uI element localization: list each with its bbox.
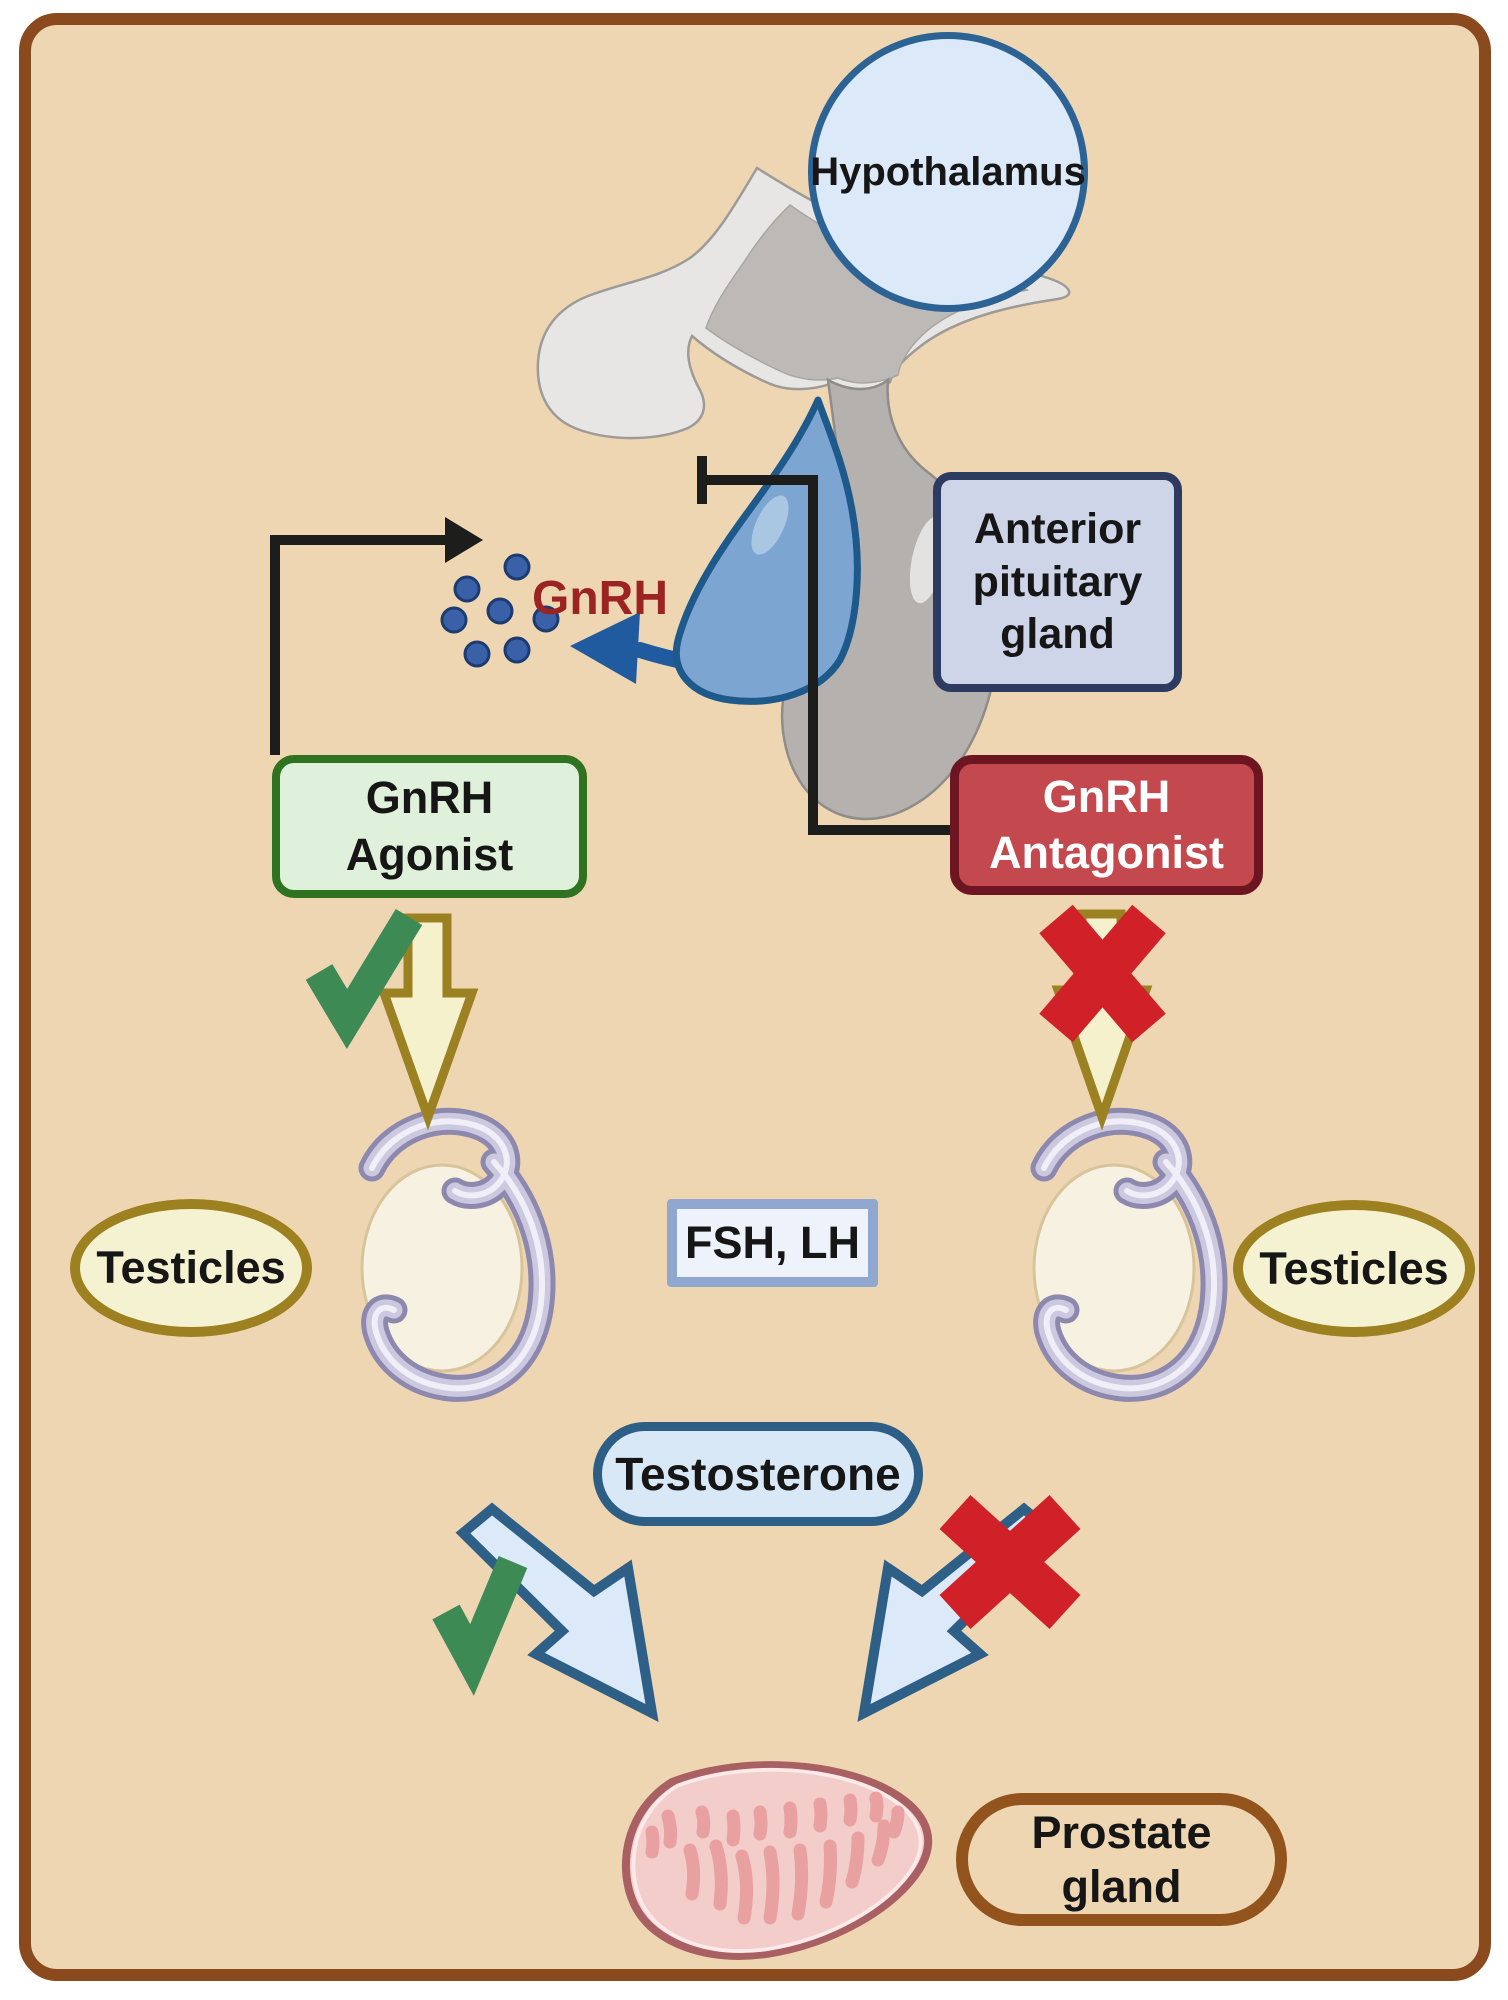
gnrh-antagonist-label: GnRH Antagonist: [989, 770, 1224, 878]
gnrh-node: GnRH: [505, 570, 695, 626]
testicles-label: Testicles: [96, 1242, 286, 1293]
gnrh-release-arrow-head: [570, 612, 640, 684]
testicle-illustration-right: [1030, 1107, 1228, 1402]
testicles-node-right: Testicles: [1233, 1200, 1475, 1337]
testosterone-label: Testosterone: [615, 1448, 901, 1500]
fsh-lh-node: FSH, LH: [667, 1199, 878, 1287]
fsh-lh-label: FSH, LH: [685, 1217, 860, 1268]
hypothalamus-node: Hypothalamus: [808, 32, 1088, 312]
gnrh-agonist-label: GnRH Agonist: [345, 772, 514, 880]
prostate-gland-node: Prostate gland: [956, 1793, 1287, 1926]
prostate-texture: [645, 1791, 905, 1925]
agonist-effect-down-arrow: [377, 913, 479, 1131]
cross-icon: [939, 1494, 1081, 1630]
gnrh-antagonist-node: GnRH Antagonist: [950, 755, 1263, 895]
check-icon: [432, 1556, 528, 1696]
testosterone-arrow-left: [455, 1502, 659, 1722]
hypothalamus-label: Hypothalamus: [810, 149, 1086, 194]
prostate-gland-label: Prostate gland: [1031, 1806, 1212, 1912]
testosterone-node: Testosterone: [593, 1422, 923, 1526]
prostate-illustration: [621, 1761, 933, 1960]
check-icon: [305, 908, 423, 1050]
gnrh-dots-icon: [440, 553, 560, 668]
anterior-highlight: [751, 495, 789, 555]
anterior-pituitary-label: Anterior pituitary gland: [972, 505, 1143, 659]
arrowhead: [445, 517, 483, 563]
antagonist-inhibition-line: [697, 456, 950, 835]
gnrh-label: GnRH: [532, 571, 668, 625]
gnrh-agonist-node: GnRH Agonist: [272, 755, 587, 898]
anterior-pituitary-node: Anterior pituitary gland: [933, 472, 1182, 692]
cross-icon: [1039, 904, 1166, 1043]
testicles-node-left: Testicles: [70, 1199, 312, 1337]
agonist-stimulation-arrow: [270, 517, 483, 755]
testicle-illustration-left: [358, 1107, 556, 1402]
testicles-label: Testicles: [1259, 1242, 1449, 1294]
